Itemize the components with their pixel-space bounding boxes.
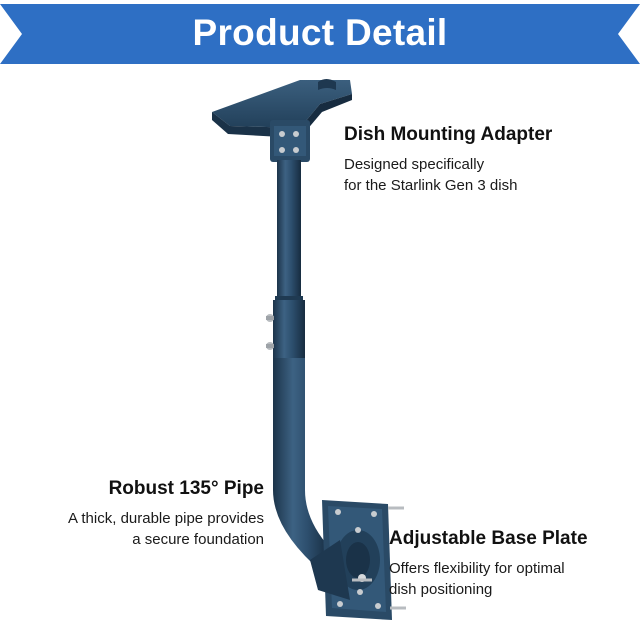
- adjustable-base-plate: [310, 500, 406, 620]
- callout-description: A thick, durable pipe provides a secure …: [68, 508, 264, 550]
- callout-line: for the Starlink Gen 3 dish: [344, 177, 518, 194]
- banner-ribbon-shape: [0, 4, 640, 64]
- header-banner: Product Detail: [0, 0, 640, 66]
- callout-heading: Dish Mounting Adapter: [344, 124, 553, 145]
- callout-description: Offers flexibility for optimal dish posi…: [389, 558, 588, 600]
- callout-line: Designed specifically: [344, 156, 485, 173]
- callout-line: Offers flexibility for optimal: [389, 560, 565, 577]
- upper-pipe: [266, 160, 305, 360]
- callout-heading: Adjustable Base Plate: [389, 528, 588, 549]
- callout-line: a secure foundation: [132, 531, 264, 548]
- callout-adjustable-base-plate: Adjustable Base Plate Offers flexibility…: [389, 528, 588, 600]
- callout-line: dish positioning: [389, 581, 493, 598]
- callout-line: A thick, durable pipe provides: [68, 510, 264, 527]
- callout-heading: Robust 135° Pipe: [108, 478, 264, 499]
- callout-dish-mounting-adapter: Dish Mounting Adapter Designed specifica…: [344, 124, 552, 196]
- dish-mounting-adapter: [212, 79, 352, 162]
- page-title: Product Detail: [192, 12, 448, 53]
- robust-pipe: [273, 358, 330, 572]
- callout-robust-pipe: Robust 135° Pipe A thick, durable pipe p…: [68, 478, 264, 550]
- callout-description: Designed specifically for the Starlink G…: [344, 154, 552, 196]
